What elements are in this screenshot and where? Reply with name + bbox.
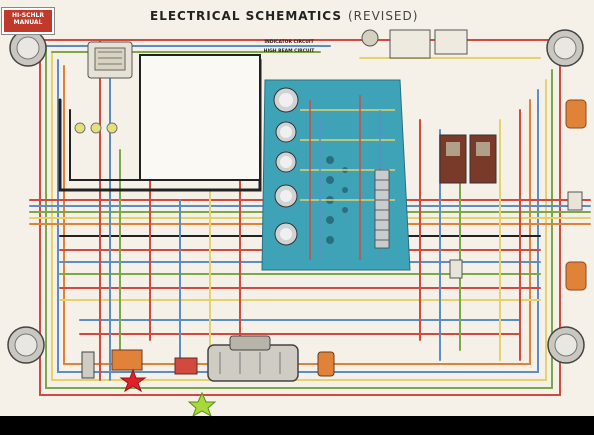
- generator-icon: [87, 41, 133, 79]
- relay-icon: [439, 134, 497, 184]
- solenoid-icon: [81, 349, 198, 379]
- headlamp-icon: [546, 29, 584, 67]
- high-beam-circuit-label: HIGH BEAM CIRCUIT: [263, 49, 315, 54]
- bulb-icon: [74, 122, 118, 134]
- switch-icon: [361, 29, 468, 59]
- star-marker-icon: [187, 391, 217, 416]
- fuse-block: [374, 169, 390, 249]
- title-suffix: (REVISED): [347, 9, 419, 23]
- wire-yellow-outer: [51, 51, 547, 381]
- starter-motor-icon: [207, 335, 299, 382]
- headlamp-icon: [547, 326, 585, 364]
- wiring-diagram: [7, 29, 591, 416]
- indicator-lamp-icon: [565, 99, 587, 291]
- title-text: ELECTRICAL SCHEMATICS: [150, 9, 342, 23]
- circuit-callouts: INDICATOR CIRCUIT HIGH BEAM CIRCUIT: [262, 40, 316, 58]
- instrument-panel: [261, 79, 411, 271]
- connector-icon: [449, 191, 583, 279]
- schematic-sheet: HI-SCHLR MANUAL ELECTRICAL SCHEMATICS (RE…: [0, 0, 594, 416]
- indicator-circuit-label: INDICATOR CIRCUIT: [264, 40, 314, 45]
- diagram-title: ELECTRICAL SCHEMATICS (REVISED): [150, 9, 418, 23]
- brand-logo: HI-SCHLR MANUAL: [2, 8, 54, 34]
- headlamp-icon: [9, 29, 47, 67]
- logo-text: HI-SCHLR MANUAL: [12, 12, 44, 26]
- headlamp-icon: [7, 326, 45, 364]
- sensor-icon: [317, 351, 335, 377]
- blank-panel: [139, 54, 261, 181]
- star-marker-icon: [119, 368, 147, 393]
